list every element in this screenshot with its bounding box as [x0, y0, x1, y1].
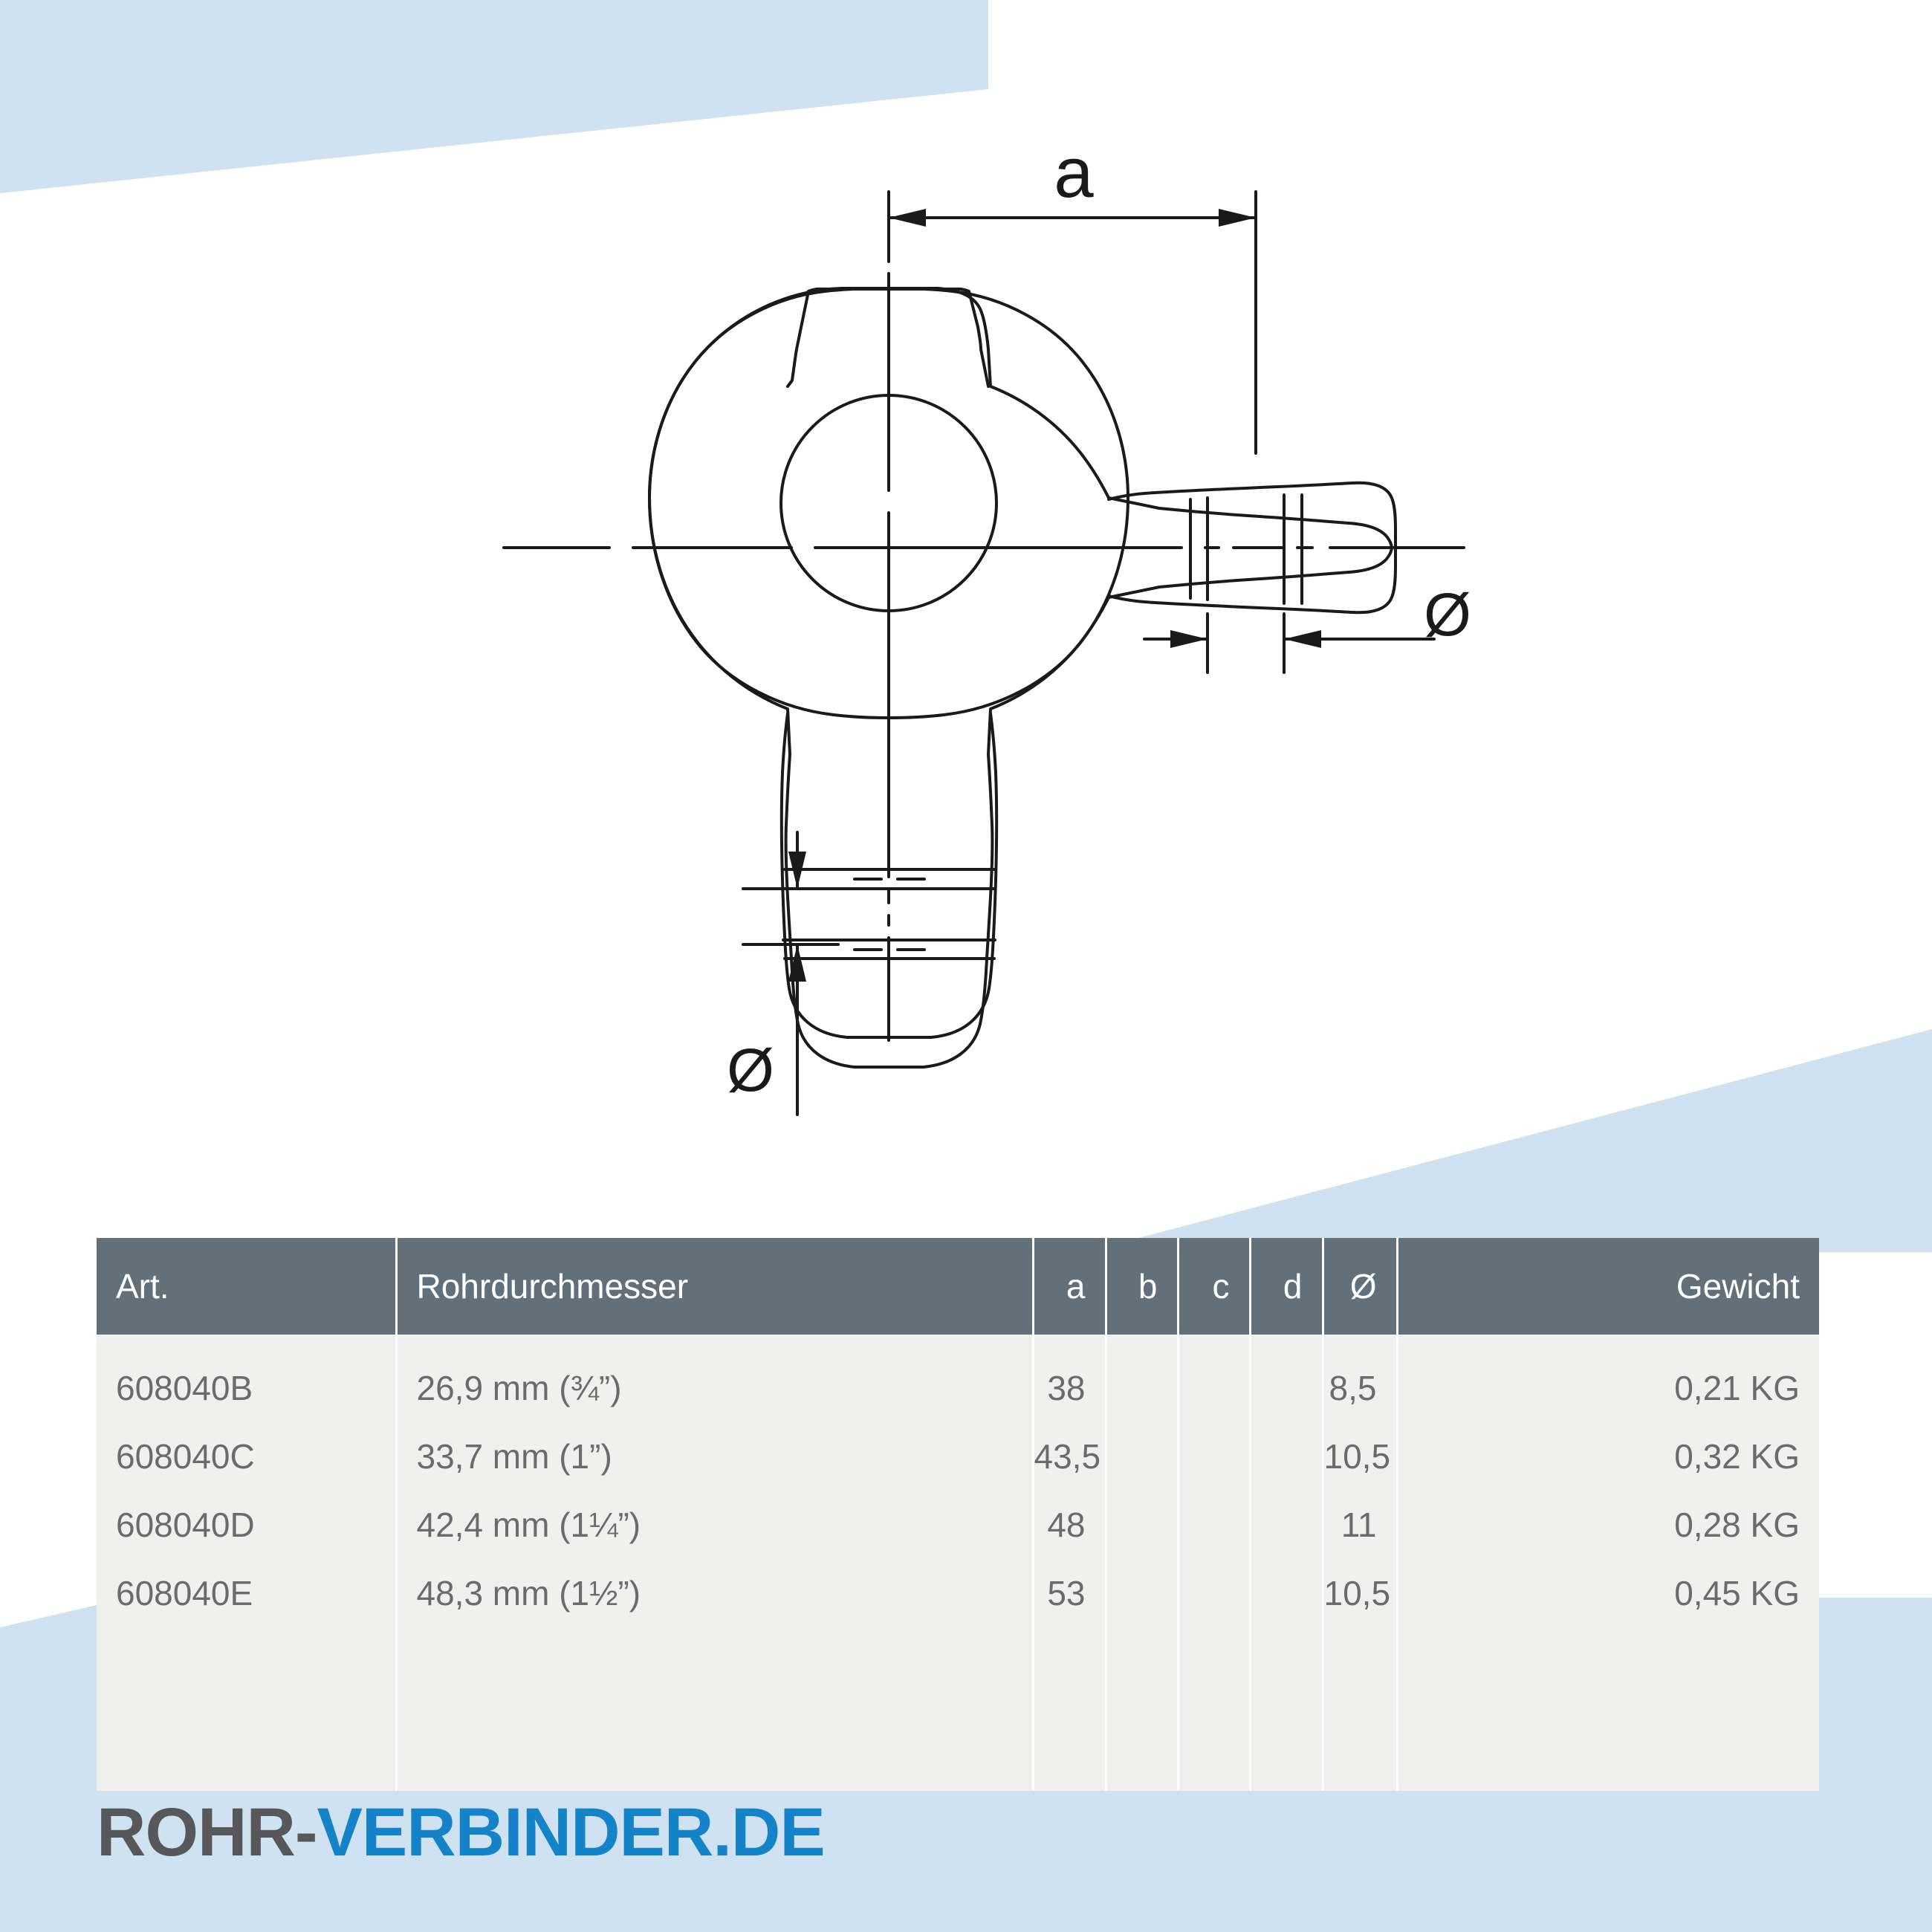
- cell-d: [1250, 1491, 1324, 1559]
- cell-empty: [1106, 1627, 1179, 1791]
- cell-a: 43,5: [1033, 1422, 1107, 1491]
- cell-dia: 10,5: [1323, 1559, 1398, 1627]
- cell-dia: 10,5: [1323, 1422, 1398, 1491]
- top-boss-left-flank: [786, 290, 810, 388]
- dimension-diameter-right: [1143, 612, 1436, 674]
- right-lug: [1107, 481, 1397, 615]
- cell-c: [1178, 1559, 1251, 1627]
- dimension-label-diameter-bottom: Ø: [727, 1037, 774, 1104]
- cell-b: [1106, 1491, 1179, 1559]
- cell-c: [1178, 1335, 1251, 1422]
- dimension-diameter-bottom: [742, 831, 840, 1116]
- cell-art: 608040B: [97, 1335, 398, 1422]
- cell-empty: [1323, 1627, 1398, 1791]
- column-header-gewicht: Gewicht: [1397, 1238, 1819, 1335]
- cell-rohr: 42,4 mm (1¼”): [396, 1491, 1034, 1559]
- cell-art: 608040C: [97, 1422, 398, 1491]
- table-header-row: Art. Rohrdurchmesser a b c d Ø Gewicht: [97, 1238, 1819, 1335]
- cell-empty: [1178, 1627, 1251, 1791]
- bottom-lug: [779, 712, 999, 1039]
- cell-a: 38: [1033, 1335, 1107, 1422]
- cell-b: [1106, 1559, 1179, 1627]
- cell-a: 53: [1033, 1559, 1107, 1627]
- specification-table: Art. Rohrdurchmesser a b c d Ø Gewicht 6…: [97, 1238, 1819, 1791]
- column-header-diameter: Ø: [1323, 1238, 1398, 1335]
- logo-text-secondary: VERBINDER.DE: [317, 1795, 826, 1870]
- cell-c: [1178, 1491, 1251, 1559]
- column-header-a: a: [1033, 1238, 1107, 1335]
- cell-b: [1106, 1335, 1179, 1422]
- ring-outer-contour: [648, 287, 1393, 1069]
- column-header-b: b: [1106, 1238, 1179, 1335]
- table-filler-row: [97, 1627, 1819, 1791]
- cell-gew: 0,32 KG: [1397, 1422, 1819, 1491]
- cell-empty: [1033, 1627, 1107, 1791]
- cell-gew: 0,28 KG: [1397, 1491, 1819, 1559]
- cell-d: [1250, 1559, 1324, 1627]
- column-header-rohrdurchmesser: Rohrdurchmesser: [396, 1238, 1034, 1335]
- ring-inner-bore: [779, 394, 998, 612]
- column-header-d: d: [1250, 1238, 1324, 1335]
- cell-rohr: 33,7 mm (1”): [396, 1422, 1034, 1491]
- cell-rohr: 26,9 mm (¾”): [396, 1335, 1034, 1422]
- technical-drawing: a Ø Ø: [502, 133, 1471, 1116]
- dimension-label-a: a: [1054, 133, 1094, 213]
- cell-empty: [1397, 1627, 1819, 1791]
- cell-empty: [396, 1627, 1034, 1791]
- dimension-label-diameter-right: Ø: [1424, 581, 1471, 649]
- top-boss: [807, 288, 990, 388]
- ring-outer-circle: [648, 287, 1129, 719]
- table-header: Art. Rohrdurchmesser a b c d Ø Gewicht: [97, 1238, 1819, 1335]
- column-header-c: c: [1178, 1238, 1251, 1335]
- cell-empty: [1250, 1627, 1324, 1791]
- cell-c: [1178, 1422, 1251, 1491]
- cell-empty: [97, 1627, 398, 1791]
- cell-rohr: 48,3 mm (1½”): [396, 1559, 1034, 1627]
- cell-gew: 0,45 KG: [1397, 1559, 1819, 1627]
- cell-b: [1106, 1422, 1179, 1491]
- cell-art: 608040E: [97, 1559, 398, 1627]
- cell-d: [1250, 1422, 1324, 1491]
- logo-text-primary: ROHR-: [97, 1795, 318, 1870]
- cell-dia: 11: [1323, 1491, 1398, 1559]
- cell-a: 48: [1033, 1491, 1107, 1559]
- cell-gew: 0,21 KG: [1397, 1335, 1819, 1422]
- dimension-a: [887, 190, 1257, 455]
- site-logo[interactable]: ROHR-VERBINDER.DE: [97, 1795, 826, 1870]
- cell-dia: 8,5: [1323, 1335, 1398, 1422]
- column-header-art: Art.: [97, 1238, 398, 1335]
- cell-d: [1250, 1335, 1324, 1422]
- cell-art: 608040D: [97, 1491, 398, 1559]
